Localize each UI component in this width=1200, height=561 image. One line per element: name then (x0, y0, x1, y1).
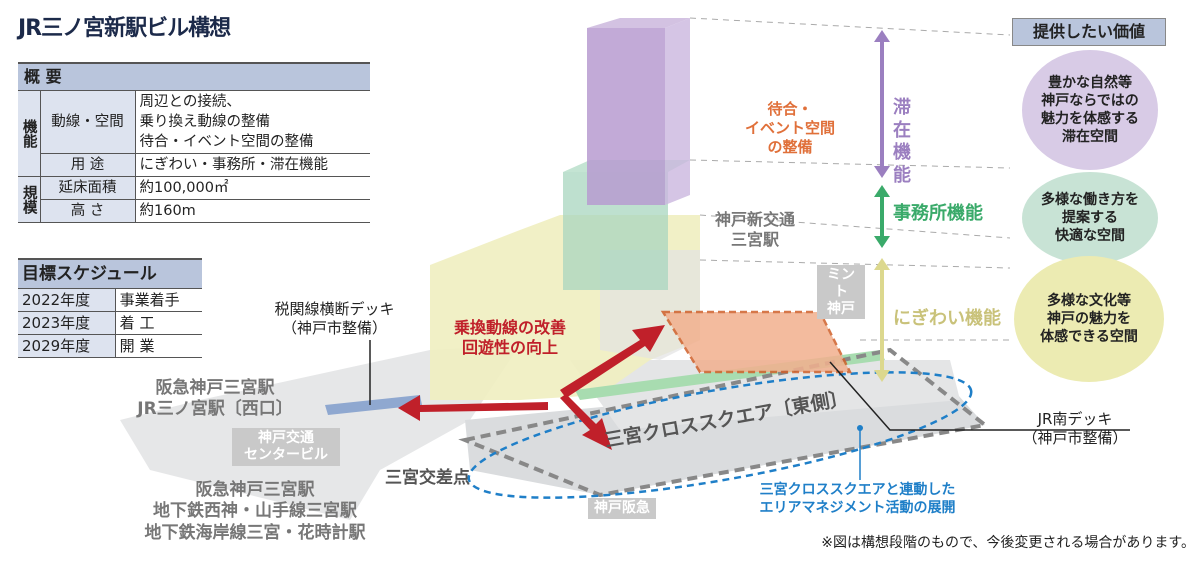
waiting-event-space (660, 310, 853, 374)
waiting-space-label: 待合・イベント空間の整備 (744, 100, 835, 156)
overview-header: 概 要 (18, 62, 370, 91)
group-scale: 規模 (18, 176, 41, 223)
row-label: 高 さ (40, 199, 136, 223)
disclaimer-note: ※図は構想段階のもので、今後変更される場合があります。 (821, 535, 1195, 551)
group-function: 機能 (18, 90, 41, 177)
cross-square-outline (458, 347, 990, 498)
row-value: 約100,000㎡ (135, 176, 370, 200)
subway-label: 阪急神戸三宮駅地下鉄西神・山手線三宮駅地下鉄海岸線三宮・花時計駅 (144, 480, 366, 543)
kotsu-center-label: 神戸交通センタービル (232, 428, 340, 466)
transfer-label: 乗換動線の改善回遊性の向上 (453, 318, 566, 357)
row-value: 周辺との接続、乗り換え動線の整備待合・イベント空間の整備 (135, 90, 370, 154)
schedule-header: 目標スケジュール (18, 258, 202, 289)
schedule-year: 2029年度 (18, 334, 116, 358)
value-circle-bustle: 多様な文化等神戸の魅力を体感できる空間 (1014, 256, 1164, 382)
row-value: にぎわい・事務所・滞在機能 (135, 153, 370, 177)
office-function-label: 事務所機能 (893, 203, 983, 224)
page-title: JR三ノ宮新駅ビル構想 (18, 16, 231, 41)
stay-function-label: 滞在機能 (893, 97, 914, 186)
schedule-year: 2023年度 (18, 311, 116, 335)
area-mgmt-label: 三宮クロススクエアと連動したエリアマネジメント活動の展開 (759, 482, 956, 516)
function-arrows (874, 30, 890, 382)
mint-kobe-label: ミント神戸 (817, 265, 865, 320)
transfer-arrows (398, 325, 665, 450)
schedule-event: 開 業 (115, 334, 202, 358)
value-circle-stay: 豊かな自然等神戸ならではの魅力を体感する滞在空間 (1022, 50, 1158, 170)
area-mgmt-outline (467, 371, 973, 499)
row-label: 延床面積 (40, 176, 136, 200)
row-label: 用 途 (40, 153, 136, 177)
value-circle-office: 多様な働き方を提案する快適な空間 (1022, 172, 1158, 264)
schedule-event: 事業着手 (115, 288, 202, 312)
kobe-hankyu-label: 神戸阪急 (588, 498, 656, 519)
level-guides (689, 17, 1011, 341)
row-label: 動線・空間 (40, 90, 136, 154)
overview-table: 概 要 機能 動線・空間 周辺との接続、乗り換え動線の整備待合・イベント空間の整… (18, 62, 370, 223)
leader-lines (369, 340, 1130, 431)
tower (587, 18, 690, 205)
schedule-table: 目標スケジュール 2022年度事業着手 2023年度着 工 2029年度開 業 (18, 258, 202, 358)
schedule-event: 着 工 (115, 311, 202, 335)
crossing-label: 三宮交差点 (385, 468, 470, 488)
bustle-function-label: にぎわい機能 (893, 308, 1001, 329)
customs-deck (325, 395, 422, 415)
schedule-year: 2022年度 (18, 288, 116, 312)
jr-south-deck-label: JR南デッキ（神戸市整備） (1022, 410, 1128, 447)
row-value: 約160m (135, 199, 370, 223)
portliner-label: 神戸新交通三宮駅 (714, 210, 795, 249)
customs-deck-label: 税関線横断デッキ（神戸市整備） (274, 300, 395, 337)
values-header: 提供したい価値 (1012, 18, 1166, 46)
